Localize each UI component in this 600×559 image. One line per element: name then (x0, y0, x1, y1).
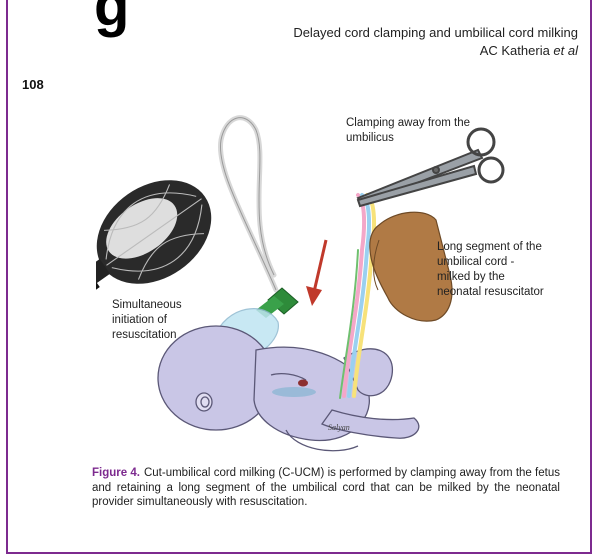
running-head-authors: AC Katheria et al (198, 42, 578, 60)
authors-etal: et al (553, 43, 578, 58)
figure-caption: Figure 4.Cut-umbilical cord milking (C-U… (92, 466, 560, 510)
label-clamping: Clamping away from the umbilicus (346, 116, 506, 146)
label-simultaneous: Simultaneous initiation of resuscitation (112, 298, 222, 343)
caption-text: Cut-umbilical cord milking (C-UCM) is pe… (92, 467, 560, 508)
authors-names: AC Katheria (480, 43, 554, 58)
oxygen-tubing (220, 118, 276, 290)
label-long-segment: Long segment of the umbilical cord - mil… (437, 240, 547, 300)
resuscitation-bag (96, 159, 231, 318)
caption-label: Figure 4. (92, 467, 140, 479)
cutoff-heading: g (94, 0, 128, 39)
artist-signature: Salyan (328, 423, 350, 432)
umbilical-stump (298, 380, 308, 387)
red-arrow (306, 240, 326, 306)
running-head: Delayed cord clamping and umbilical cord… (198, 24, 578, 60)
page-number: 108 (22, 77, 44, 92)
running-head-title: Delayed cord clamping and umbilical cord… (293, 25, 578, 40)
